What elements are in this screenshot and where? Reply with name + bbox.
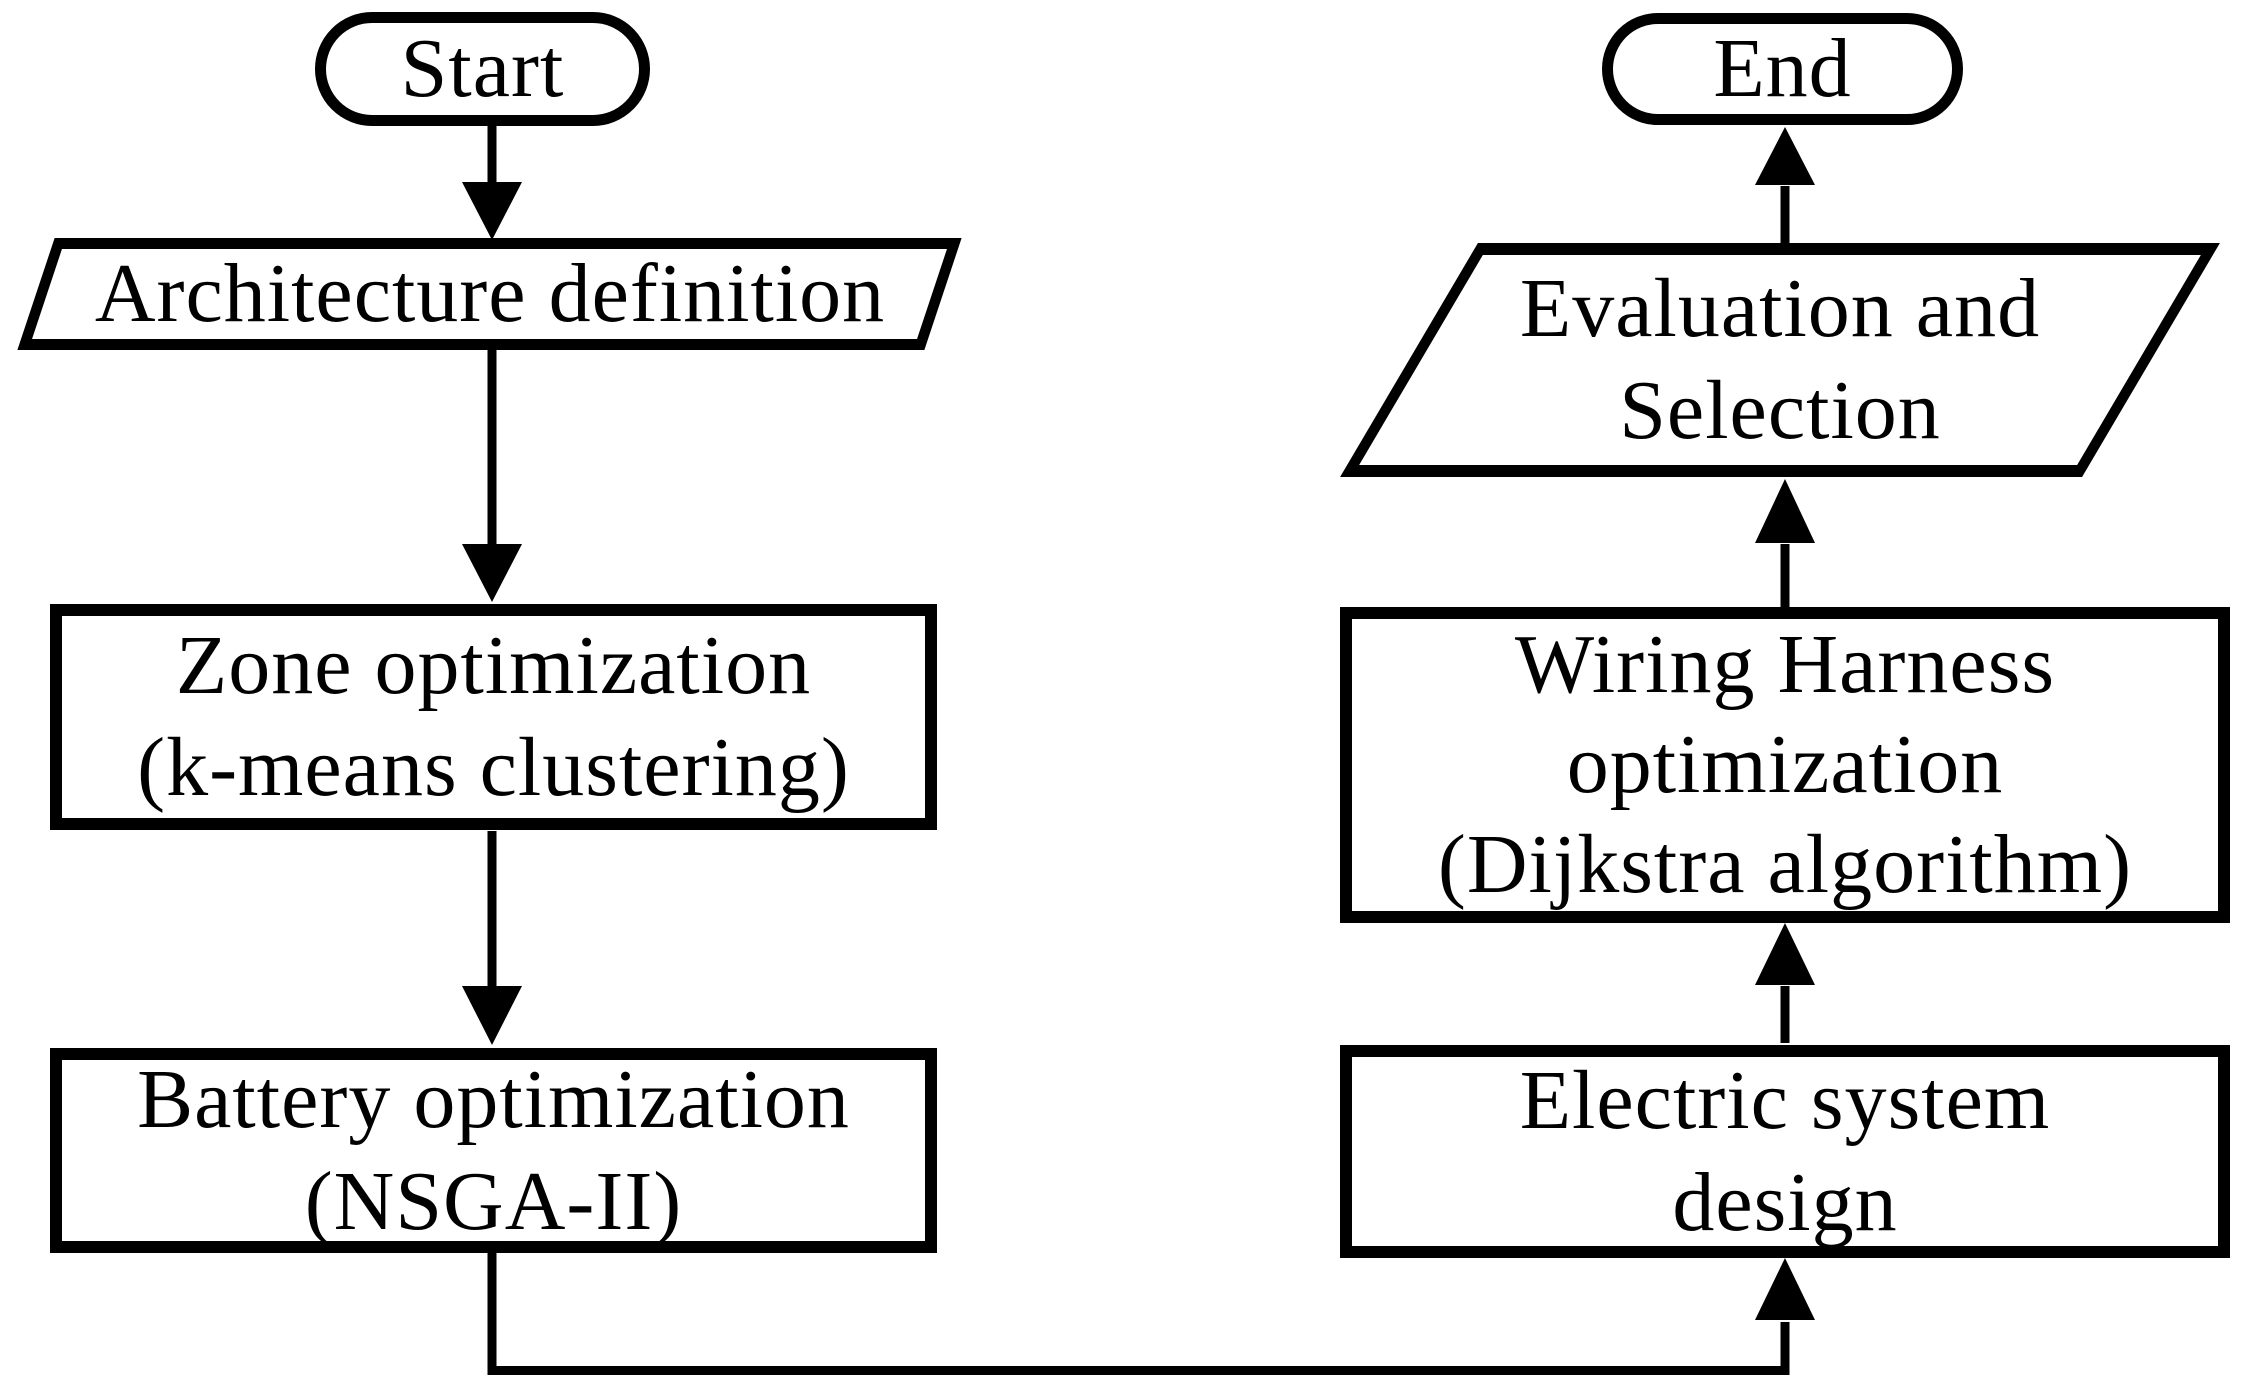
node-end: End xyxy=(1602,13,1963,125)
arrow-battery-to-electric xyxy=(487,1251,1815,1375)
arrow-zone-to-battery xyxy=(462,831,522,1045)
arrow-start-to-architecture xyxy=(462,126,522,240)
arrow-architecture-to-zone xyxy=(462,350,522,602)
node-electric-system-design-label: Electric system design xyxy=(1519,1053,2051,1249)
node-architecture-label: Architecture definition xyxy=(94,247,886,340)
node-battery-optimization-label: Battery optimization (NSGA-II) xyxy=(137,1052,850,1248)
node-start-label: Start xyxy=(400,22,565,115)
node-end-label: End xyxy=(1713,22,1852,115)
node-zone-optimization-label: Zone optimization (k-means clustering) xyxy=(137,619,850,814)
node-zone-optimization: Zone optimization (k-means clustering) xyxy=(50,604,937,830)
arrow-evaluation-to-end xyxy=(1755,127,1815,243)
node-start: Start xyxy=(315,12,650,126)
node-architecture: Architecture definition xyxy=(17,238,962,350)
node-evaluation-selection: Evaluation and Selection xyxy=(1340,243,2220,477)
node-wiring-harness-optimization-label: Wiring Harness optimization (Dijkstra al… xyxy=(1437,618,2133,911)
node-battery-optimization: Battery optimization (NSGA-II) xyxy=(50,1048,937,1253)
arrow-electric-to-wiring xyxy=(1755,923,1815,1043)
node-wiring-harness-optimization: Wiring Harness optimization (Dijkstra al… xyxy=(1340,607,2230,923)
arrow-wiring-to-evaluation xyxy=(1755,479,1815,607)
node-evaluation-selection-label: Evaluation and Selection xyxy=(1519,262,2041,457)
node-electric-system-design: Electric system design xyxy=(1340,1045,2230,1258)
